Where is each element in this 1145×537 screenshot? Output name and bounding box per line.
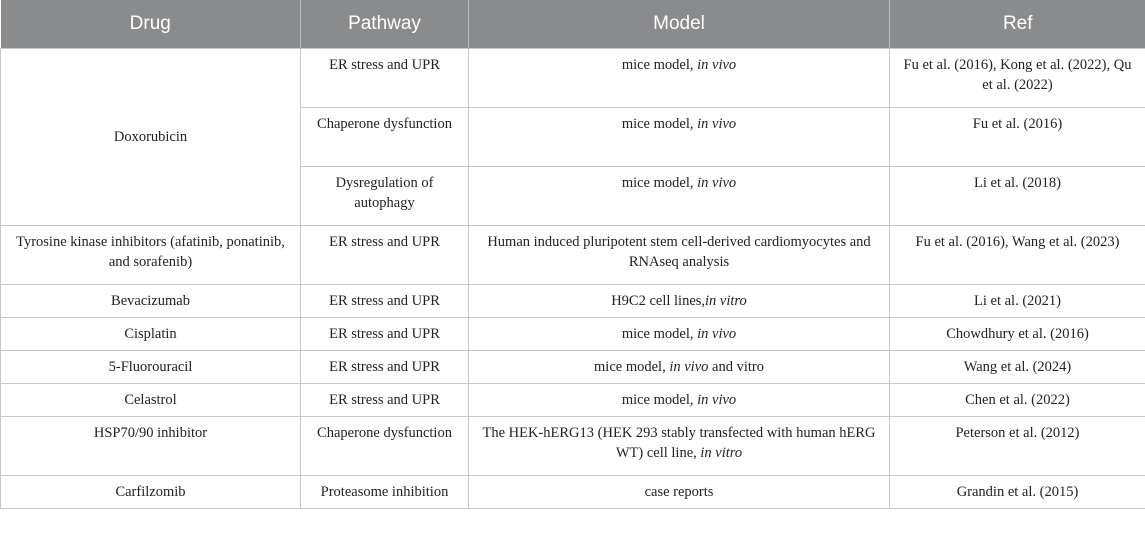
model-text: Human induced pluripotent stem cell-deri…: [487, 234, 871, 270]
model-cell: Human induced pluripotent stem cell-deri…: [468, 225, 890, 285]
drug-cell: 5-Fluorouracil: [0, 350, 301, 384]
ref-cell: Fu et al. (2016), Wang et al. (2023): [889, 225, 1145, 285]
drug-cell: HSP70/90 inhibitor: [0, 416, 301, 476]
model-cell: mice model, in vivo: [468, 48, 890, 108]
model-cell: case reports: [468, 475, 890, 509]
model-text: The HEK-hERG13 (HEK 293 stably transfect…: [482, 425, 876, 461]
table-row: Doxorubicin ER stress and UPR mice model…: [0, 48, 1145, 226]
model-cell: The HEK-hERG13 (HEK 293 stably transfect…: [468, 416, 890, 476]
drug-cell: Celastrol: [0, 383, 301, 417]
pathway-cell: ER stress and UPR: [300, 383, 469, 417]
model-italic-text: in vivo: [697, 392, 737, 408]
ref-cell: Peterson et al. (2012): [889, 416, 1145, 476]
model-cell: mice model, in vivo: [468, 107, 890, 167]
drug-cell: Cisplatin: [0, 317, 301, 351]
model-text: H9C2 cell lines,: [611, 293, 706, 309]
model-italic-text: in vivo: [697, 175, 737, 191]
model-cell: mice model, in vivo: [468, 166, 890, 226]
model-cell: mice model, in vivo: [468, 317, 890, 351]
ref-cell: Fu et al. (2016): [889, 107, 1145, 167]
table-row: Celastrol ER stress and UPR mice model, …: [0, 383, 1145, 417]
ref-cell: Fu et al. (2016), Kong et al. (2022), Qu…: [889, 48, 1145, 108]
table-row: HSP70/90 inhibitor Chaperone dysfunction…: [0, 416, 1145, 476]
ref-cell: Chowdhury et al. (2016): [889, 317, 1145, 351]
model-tail-text: and vitro: [708, 359, 764, 375]
ref-cell: Li et al. (2018): [889, 166, 1145, 226]
model-cell: mice model, in vivo and vitro: [468, 350, 890, 384]
pathway-cell: Proteasome inhibition: [300, 475, 469, 509]
pathway-cell: Chaperone dysfunction: [300, 107, 469, 167]
model-italic-text: in vivo: [697, 57, 737, 73]
model-cell: H9C2 cell lines,in vitro: [468, 284, 890, 318]
pathway-cell: ER stress and UPR: [300, 350, 469, 384]
pathway-cell: ER stress and UPR: [300, 317, 469, 351]
model-text: mice model,: [621, 57, 698, 73]
ref-cell: Chen et al. (2022): [889, 383, 1145, 417]
drug-pathway-table: Drug Pathway Model Ref Doxorubicin ER st…: [0, 0, 1145, 509]
drug-cell: Carfilzomib: [0, 475, 301, 509]
model-italic-text: in vivo: [697, 116, 737, 132]
model-text: mice model,: [621, 116, 698, 132]
table-header: Drug Pathway Model Ref: [0, 0, 1145, 49]
table-row: 5-Fluorouracil ER stress and UPR mice mo…: [0, 350, 1145, 384]
model-italic-text: in vitro: [700, 445, 743, 461]
pathway-cell: Dysregulation of autophagy: [300, 166, 469, 226]
header-row: Drug Pathway Model Ref: [0, 0, 1145, 49]
header-pathway: Pathway: [300, 0, 469, 49]
pathway-cell: ER stress and UPR: [300, 225, 469, 285]
table-row: Chaperone dysfunction mice model, in viv…: [1, 107, 1145, 167]
ref-cell: Wang et al. (2024): [889, 350, 1145, 384]
model-italic-text: in vivo: [669, 359, 709, 375]
model-text: mice model,: [621, 175, 698, 191]
table-row: Dysregulation of autophagy mice model, i…: [1, 166, 1145, 226]
model-text: mice model,: [621, 392, 698, 408]
ref-cell: Grandin et al. (2015): [889, 475, 1145, 509]
model-cell: mice model, in vivo: [468, 383, 890, 417]
table-row: Cisplatin ER stress and UPR mice model, …: [0, 317, 1145, 351]
table-row: Tyrosine kinase inhibitors (afatinib, po…: [0, 225, 1145, 285]
model-italic-text: in vitro: [705, 293, 747, 309]
model-text: mice model,: [621, 326, 698, 342]
drug-cell: Tyrosine kinase inhibitors (afatinib, po…: [0, 225, 301, 285]
model-text: case reports: [644, 484, 714, 500]
pathway-cell: ER stress and UPR: [300, 48, 469, 108]
table-row: Bevacizumab ER stress and UPR H9C2 cell …: [0, 284, 1145, 318]
drug-cell: Doxorubicin: [0, 48, 301, 226]
table-row: Carfilzomib Proteasome inhibition case r…: [0, 475, 1145, 509]
pathway-cell: Chaperone dysfunction: [300, 416, 469, 476]
drug-cell: Bevacizumab: [0, 284, 301, 318]
header-model: Model: [468, 0, 890, 49]
pathway-cell: ER stress and UPR: [300, 284, 469, 318]
header-ref: Ref: [889, 0, 1145, 49]
model-italic-text: in vivo: [697, 326, 737, 342]
model-text: mice model,: [594, 359, 670, 375]
ref-cell: Li et al. (2021): [889, 284, 1145, 318]
table-body: Doxorubicin ER stress and UPR mice model…: [0, 48, 1145, 509]
header-drug: Drug: [0, 0, 301, 49]
